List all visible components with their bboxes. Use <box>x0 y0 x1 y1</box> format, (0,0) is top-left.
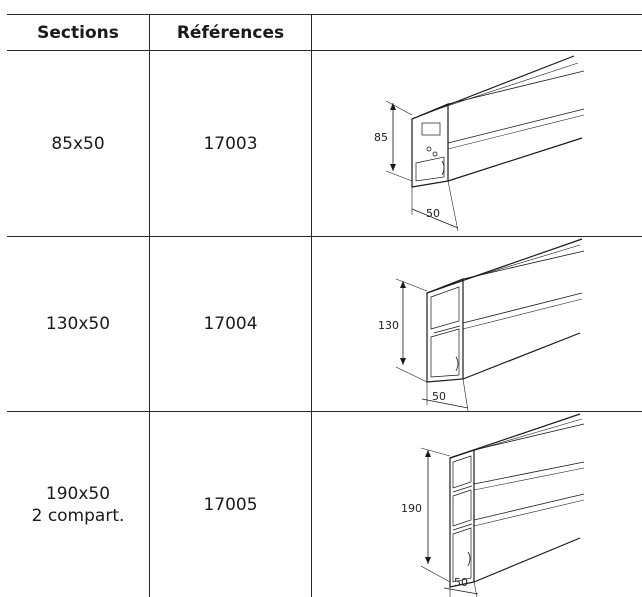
row-1-reference: 17003 <box>203 133 258 154</box>
row-2-section-text: 130x50 <box>45 314 111 334</box>
row-3-dim-height: 190 <box>401 502 422 515</box>
row-3-section-line-1: 190x50 <box>45 483 111 504</box>
row-2-reference: 17004 <box>203 314 258 334</box>
row-1-section: 85x50 <box>7 51 149 236</box>
row-3-section-line-2: 2 compart. <box>31 505 125 526</box>
trunking-130x50-drawing-icon: 130 50 <box>312 237 642 412</box>
row-2-dim-height: 130 <box>378 319 399 332</box>
row-1-dim-width: 50 <box>426 207 440 220</box>
trunking-85x50-drawing-icon: 85 50 <box>312 51 642 236</box>
row-3-reference: 17005 <box>203 494 258 515</box>
trunking-190x50-drawing-icon: 190 50 <box>312 412 642 597</box>
row-2-dim-width: 50 <box>432 390 446 403</box>
row-1-section-text: 85x50 <box>51 133 105 154</box>
row-3-section: 190x50 2 compart. <box>7 412 149 597</box>
header-sections: Sections <box>37 22 119 43</box>
row-3-dim-width: 50 <box>454 576 468 589</box>
header-image <box>312 15 642 50</box>
row-1-dim-height: 85 <box>374 131 388 144</box>
header-references: Références <box>176 22 285 43</box>
row-2-section: 130x50 <box>7 237 149 411</box>
